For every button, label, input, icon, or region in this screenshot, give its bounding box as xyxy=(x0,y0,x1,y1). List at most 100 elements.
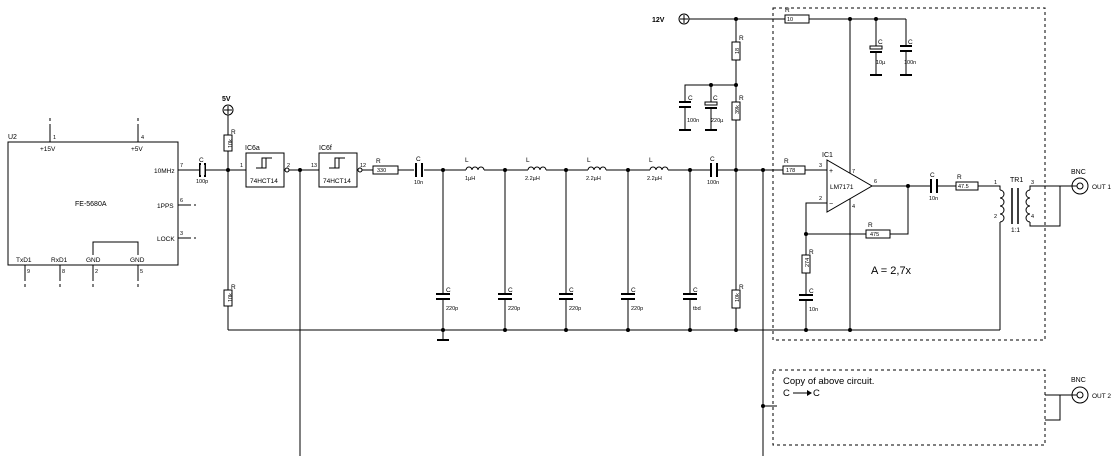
r-10k-bias-value: 10k xyxy=(735,293,741,302)
cap-10n-out-value: 10n xyxy=(929,196,938,202)
ic1-plus-sign: + xyxy=(829,168,833,175)
shunt-cap-1: C 220p xyxy=(436,168,458,341)
ic6a-inverter: IC6a 74HCT14 1 2 xyxy=(240,145,290,188)
tr1-p1: 1 xyxy=(994,180,997,186)
bias-network: 12V R 18 C 100n C 220µ R 39k R 10k xyxy=(652,13,785,332)
ic6a-pin-in: 1 xyxy=(240,163,243,169)
u2-pin4-label: +5V xyxy=(131,146,143,153)
l4-value: 2.2µH xyxy=(647,176,662,182)
cap-10n-fb-value: 10n xyxy=(809,307,818,313)
cap-100n-output: C 100n xyxy=(707,156,719,186)
ic1-part: LM7171 xyxy=(830,184,854,191)
u2-pin5-num: 5 xyxy=(140,269,143,275)
ic6f-pin-in: 13 xyxy=(311,163,317,169)
cap-100n-dec-ref: C xyxy=(688,95,693,102)
u2-pin8-num: 8 xyxy=(62,269,65,275)
r-178-value: 178 xyxy=(786,168,795,174)
ic6f-ref: IC6f xyxy=(319,145,332,152)
cap-10n-out-ref: C xyxy=(930,172,935,179)
l3-ref: L xyxy=(587,157,591,164)
tr1-p4: 4 xyxy=(1031,214,1034,220)
l3-value: 2.2µH xyxy=(586,176,601,182)
tr1-p2: 2 xyxy=(994,214,997,220)
shunt-cap-5: C tbd xyxy=(683,168,701,332)
amplifier-boundary xyxy=(772,7,1046,341)
opamp-ic1 xyxy=(826,159,873,213)
shunt-cap-4-value: 220p xyxy=(631,306,643,312)
shunt-cap-1-ref: C xyxy=(446,287,451,294)
supply-5v-label: 5V xyxy=(222,96,231,103)
u2-pin7-num: 7 xyxy=(180,163,183,169)
r-in-bot-ref: R xyxy=(231,284,236,291)
copy-note-c1: C xyxy=(783,388,790,399)
r-18-ref: R xyxy=(739,35,744,42)
ic1-minus-sign: − xyxy=(829,201,833,208)
ic6f-inverter: IC6f 74HCT14 13 12 xyxy=(311,145,366,188)
cap-10n-a-ref: C xyxy=(416,156,421,163)
r-10-ref: R xyxy=(785,7,790,14)
r-274-ref: R xyxy=(809,249,814,256)
r-330-ref: R xyxy=(376,158,381,165)
cap-10u-value: 10µ xyxy=(876,60,886,66)
inductor-l4: L 2.2µH xyxy=(647,157,669,182)
shunt-cap-3-ref: C xyxy=(569,287,574,294)
inductor-l1: L 1µH xyxy=(465,157,485,182)
r-in-top-value: 10k xyxy=(228,139,234,148)
cap-100p-value: 100p xyxy=(196,179,208,185)
r-10k-bias-ref: R xyxy=(739,284,744,291)
shunt-cap-2-value: 220p xyxy=(508,306,520,312)
u2-pin3-num: 3 xyxy=(180,231,183,237)
cap-10n-a-value: 10n xyxy=(414,180,423,186)
copy-note-c2: C xyxy=(813,388,820,399)
r-18-value: 18 xyxy=(735,48,741,54)
gain-label: A = 2,7x xyxy=(871,265,912,277)
tr1-ref: TR1 xyxy=(1010,177,1023,184)
u2-ref: U2 xyxy=(8,134,17,141)
u2-pin2-num: 2 xyxy=(95,269,98,275)
u2-name: FE-5680A xyxy=(75,201,107,208)
amplifier-section: R 10 C 10µ C 100n R 178 IC1 LM7171 + − 3 xyxy=(782,7,1001,332)
cap-10n-coupling: C 10n xyxy=(414,156,423,186)
ic1-pin-out: 6 xyxy=(874,179,877,185)
cap-100n-top-ref: C xyxy=(908,39,913,46)
cap-100p-ref: C xyxy=(199,157,204,164)
ic1-pin-plus: 3 xyxy=(819,163,822,169)
u2-pin9-num: 9 xyxy=(27,269,30,275)
r-178-ref: R xyxy=(784,158,789,165)
r-in-bot-value: 10k xyxy=(228,293,234,302)
bnc-out2-connector: BNC OUT 2 xyxy=(1068,377,1111,404)
bnc-out1-connector: BNC OUT 1 xyxy=(1068,169,1111,195)
bnc1-out: OUT 1 xyxy=(1092,184,1111,191)
ic6f-pin-out: 12 xyxy=(360,163,366,169)
shunt-cap-5-value: tbd xyxy=(693,306,701,312)
bnc2-out: OUT 2 xyxy=(1092,393,1111,400)
u2-pin2-label: GND xyxy=(86,257,101,264)
shunt-cap-5-ref: C xyxy=(693,287,698,294)
l4-ref: L xyxy=(649,157,653,164)
shunt-cap-2-ref: C xyxy=(508,287,513,294)
ic6a-part: 74HCT14 xyxy=(250,178,278,185)
cap-100n-top-value: 100n xyxy=(904,60,916,66)
cap-10u-ref: C xyxy=(878,39,883,46)
shunt-cap-4-ref: C xyxy=(631,287,636,294)
r-274-value: 274 xyxy=(805,258,811,267)
l1-value: 1µH xyxy=(465,176,475,182)
cap-220u-ref: C xyxy=(713,95,718,102)
r-47-5-value: 47.5 xyxy=(958,184,969,190)
u2-module: U2 FE-5680A 1 +15V 4 +5V 10MHz 7 1PPS 6 … xyxy=(7,118,200,288)
supply-12v-label: 12V xyxy=(652,17,665,24)
copy-note-line1: Copy of above circuit. xyxy=(783,376,874,387)
shunt-cap-2: C 220p xyxy=(498,168,520,332)
r-330-value: 330 xyxy=(377,168,386,174)
input-divider: 5V R 10k R 10k xyxy=(222,96,236,330)
l1-ref: L xyxy=(465,157,469,164)
r-in-top-ref: R xyxy=(231,129,236,136)
l2-value: 2.2µH xyxy=(525,176,540,182)
resistor-330: R 330 xyxy=(372,158,399,175)
cap-100n-out-value: 100n xyxy=(707,180,719,186)
cap-10n-fb-ref: C xyxy=(809,288,814,295)
u2-pin5-label: GND xyxy=(130,257,145,264)
copy-circuit-box: Copy of above circuit. C C xyxy=(772,369,1068,446)
r-475-value: 475 xyxy=(870,232,879,238)
